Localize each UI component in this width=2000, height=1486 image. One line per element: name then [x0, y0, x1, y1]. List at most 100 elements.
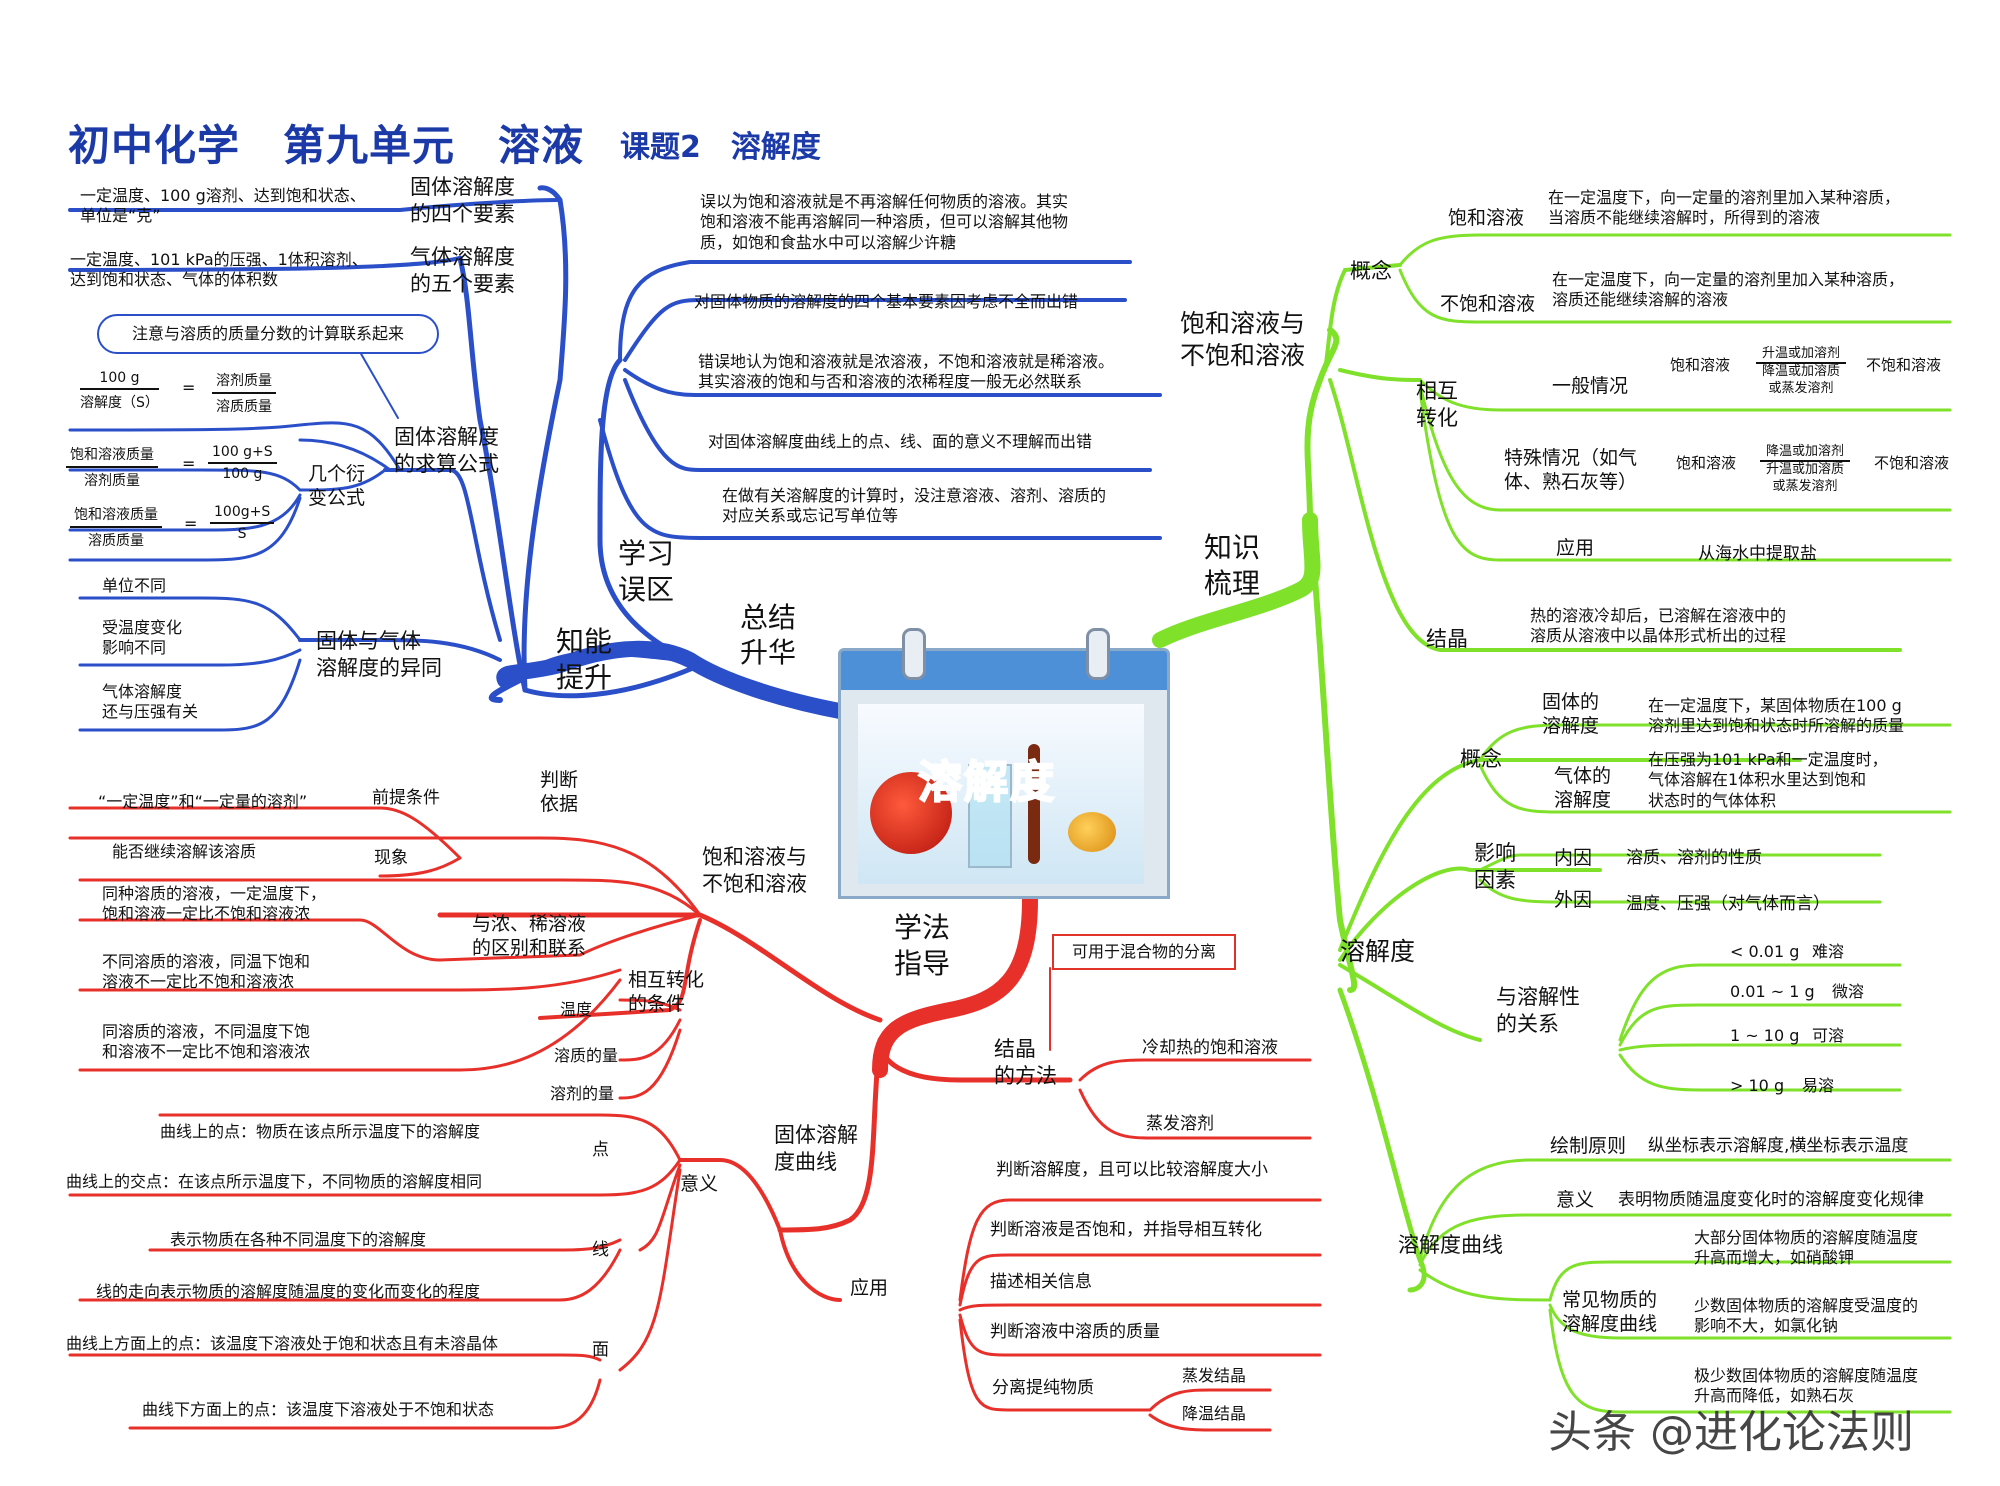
external-label: 外因 [1554, 889, 1593, 911]
gas-five-label: 气体溶解度 的五个要素 [410, 245, 515, 296]
rel-range: 0.01 ~ 1 g [1730, 982, 1815, 1001]
page-subtitle: 课题2 溶解度 [620, 130, 821, 165]
gas-sol-def: 在压强为101 kPa和一定温度时， 气体溶解在1体积水里达到饱和 状态时的气体… [1648, 750, 1888, 810]
phenomenon-label: 现象 [374, 848, 408, 868]
calendar-ring-icon [902, 628, 926, 680]
external-text: 温度、压强（对气体而言） [1626, 894, 1830, 914]
beaker-icon [968, 764, 1012, 868]
point-item: 曲线上的交点：在该点所示温度下，不同物质的溶解度相同 [66, 1172, 483, 1191]
equals-sign: = [182, 454, 196, 473]
premise-label: 前提条件 [372, 788, 440, 808]
mistake-item: 误以为饱和溶液就是不再溶解任何物质的溶液。其实 饱和溶液不能再溶解同一种溶质，但… [700, 192, 1069, 252]
concept2-label: 概念 [1460, 747, 1502, 771]
variants-label: 几个衍 变公式 [308, 463, 366, 510]
equals-sign: = [184, 514, 198, 533]
app-label: 应用 [1556, 537, 1595, 559]
cryst-item: 冷却热的饱和溶液 [1142, 1038, 1278, 1058]
surface-label: 面 [592, 1340, 609, 1360]
mistake-item: 对固体物质的溶解度的四个基本要素因考虑不全而出错 [694, 292, 1079, 311]
conc-item: 同种溶质的溶液，一定温度下， 饱和溶液一定比不饱和溶液浓 [102, 884, 327, 924]
center-calendar-image: 溶解度 [838, 628, 1170, 899]
center-label: 溶解度 [917, 756, 1056, 809]
diff-item: 受温度变化 影响不同 [102, 618, 183, 658]
conc-item: 同溶质的溶液，不同温度下饱 和溶液不一定比不饱和溶液浓 [102, 1022, 311, 1062]
separate-label: 分离提纯物质 [992, 1378, 1094, 1398]
app-text: 从海水中提取盐 [1698, 544, 1817, 564]
blue-main-label: 总结 升华 [740, 601, 797, 669]
premise-text: “一定温度”和“一定量的溶剂” [98, 792, 308, 811]
solid-four-label: 固体溶解度 的四个要素 [410, 175, 515, 226]
rel-name: 可溶 [1812, 1026, 1845, 1045]
formula-label: 固体溶解度 的求算公式 [394, 425, 499, 476]
calendar-ring-icon [1086, 628, 1110, 680]
point-label: 点 [592, 1140, 609, 1160]
mutual-label: 相互 转化 [1416, 379, 1458, 430]
rel-name: 易溶 [1802, 1076, 1835, 1095]
diff-item: 单位不同 [102, 576, 167, 595]
meaning-text: 表明物质随温度变化时的溶解度变化规律 [1618, 1190, 1924, 1210]
yellow-flask-icon [1068, 812, 1116, 852]
cond-item: 溶剂的量 [550, 1084, 615, 1103]
rel-range: < 0.01 g [1730, 942, 1800, 961]
red-main-label: 学法 指导 [894, 911, 951, 980]
general-left: 饱和溶液 [1670, 356, 1731, 374]
crystal-def: 热的溶液冷却后，已溶解在溶液中的 溶质从溶液中以晶体形式析出的过程 [1530, 606, 1787, 646]
solid-sol-def: 在一定温度下，某固体物质在100 g 溶剂里达到饱和状态时所溶解的质量 [1648, 696, 1905, 736]
internal-text: 溶质、溶剂的性质 [1626, 848, 1762, 868]
meaning-red-label: 意义 [680, 1173, 719, 1195]
curve-label: 溶解度曲线 [1398, 1233, 1503, 1257]
solid-four-text: 一定温度、100 g溶剂、达到饱和状态、 单位是“克” [80, 186, 366, 226]
solid-sol-label: 固体的 溶解度 [1542, 691, 1600, 738]
app-item: 判断溶液中溶质的质量 [990, 1322, 1160, 1342]
meaning-label: 意义 [1556, 1189, 1595, 1211]
curve-red-label: 固体溶解 度曲线 [774, 1123, 858, 1174]
special-label: 特殊情况（如气 体、熟石灰等） [1504, 447, 1638, 494]
equals-sign: = [182, 378, 196, 397]
lab-glassware-picture [858, 704, 1144, 884]
common-label: 常见物质的 溶解度曲线 [1562, 1289, 1658, 1336]
sat-unsat-label: 饱和溶液与 不饱和溶液 [1180, 309, 1306, 370]
line-item: 线的走向表示物质的溶解度随温度的变化而变化的程度 [96, 1282, 481, 1301]
draw-text: 纵坐标表示溶解度,横坐标表示温度 [1648, 1136, 1909, 1156]
calendar-header [838, 648, 1170, 696]
mistake-item: 对固体溶解度曲线上的点、线、面的意义不理解而出错 [708, 432, 1093, 451]
cond-item: 溶质的量 [554, 1046, 619, 1065]
relation-label: 与溶解性 的关系 [1496, 985, 1580, 1036]
separation-note: 可用于混合物的分离 [1052, 934, 1236, 970]
green-main-label: 知识 梳理 [1204, 531, 1261, 600]
separate-item: 降温结晶 [1182, 1404, 1247, 1423]
mistake-item: 在做有关溶解度的计算时，没注意溶液、溶剂、溶质的 对应关系或忘记写单位等 [722, 486, 1107, 526]
mistake-item: 错误地认为饱和溶液就是浓溶液，不饱和溶液就是稀溶液。 其实溶液的饱和与否和溶液的… [698, 352, 1115, 392]
app-item: 判断溶液是否饱和，并指导相互转化 [990, 1220, 1262, 1240]
surface-item: 曲线上方面上的点：该温度下溶液处于饱和状态且有未溶晶体 [66, 1334, 499, 1353]
general-right: 不饱和溶液 [1866, 356, 1942, 374]
cond-item: 温度 [560, 1000, 593, 1019]
point-item: 曲线上的点：物质在该点所示温度下的溶解度 [160, 1122, 481, 1141]
unsaturated-def: 在一定温度下，向一定量的溶剂里加入某种溶质， 溶质还能继续溶解的溶液 [1552, 270, 1905, 310]
formula-1-left: 100 g 溶解度（S） [80, 370, 159, 411]
watermark: 头条 @进化论法则 [1548, 1407, 1914, 1458]
separate-item: 蒸发结晶 [1182, 1366, 1247, 1385]
concept-label: 概念 [1350, 259, 1392, 283]
diff-item: 气体溶解度 还与压强有关 [102, 682, 199, 722]
unsaturated-label: 不饱和溶液 [1440, 293, 1536, 315]
formula-3-left: 饱和溶液质量 溶质质量 [70, 504, 162, 550]
cryst-method-label: 结晶 的方法 [994, 1037, 1057, 1088]
formula-1-right: 溶剂质量 溶质质量 [212, 370, 276, 416]
cond-label: 相互转化 的条件 [628, 969, 705, 1016]
cryst-item: 蒸发溶剂 [1146, 1114, 1214, 1134]
zhineng-label: 知能 提升 [556, 625, 613, 694]
test-tube-icon [1028, 744, 1040, 864]
red-flask-icon [870, 772, 952, 854]
internal-label: 内因 [1554, 847, 1593, 869]
special-right: 不饱和溶液 [1874, 454, 1950, 472]
formula-2-right: 100 g+S 100 g [208, 444, 277, 482]
formula-note-bubble: 注意与溶质的质量分数的计算联系起来 [97, 314, 439, 354]
saturated-label: 饱和溶液 [1448, 207, 1525, 229]
common-item: 大部分固体物质的溶解度随温度 升高而增大，如硝酸钾 [1694, 1228, 1919, 1268]
rel-name: 难溶 [1812, 942, 1845, 961]
diff-label: 固体与气体 溶解度的异同 [316, 629, 442, 680]
common-item: 少数固体物质的溶解度受温度的 影响不大，如氯化钠 [1694, 1296, 1919, 1336]
